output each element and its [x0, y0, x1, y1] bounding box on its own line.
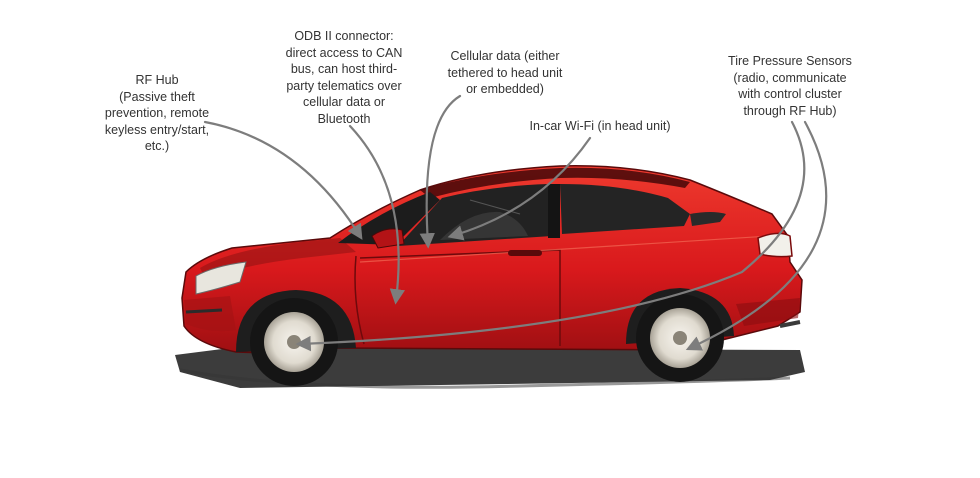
rear-wheel	[636, 294, 724, 382]
wifi-label: In-car Wi-Fi (in head unit)	[529, 119, 671, 133]
rear-side-window	[560, 184, 690, 234]
callout-arrows	[203, 94, 828, 352]
cellular-arrow	[419, 94, 462, 249]
windshield	[338, 192, 440, 245]
door-handle	[508, 250, 542, 256]
car-illustration	[181, 165, 803, 386]
odb-arrow	[348, 124, 405, 305]
tire-rear-arrow	[685, 120, 828, 351]
wifi-arrow	[447, 136, 592, 241]
side-mirror	[371, 228, 405, 249]
odb-connector-label: ODB II connector: direct access to CAN b…	[285, 29, 403, 126]
rf-hub-arrow	[203, 120, 363, 240]
rf-hub-label: RF Hub (Passive theft prevention, remote…	[104, 73, 210, 153]
headlight	[195, 261, 247, 295]
tire-pressure-label: Tire Pressure Sensors (radio, communicat…	[728, 54, 852, 118]
front-wheel	[250, 298, 338, 386]
cellular-data-label: Cellular data (either tethered to head u…	[447, 49, 563, 96]
tire-front-arrow	[295, 120, 806, 352]
